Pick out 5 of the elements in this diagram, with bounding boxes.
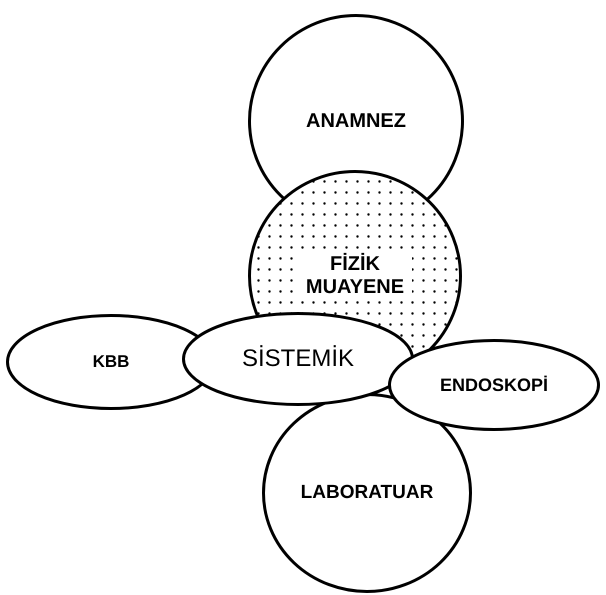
shape-label: ENDOSKOPİ bbox=[438, 374, 550, 396]
shape-label: KBB bbox=[92, 352, 130, 372]
shape-label: ANAMNEZ bbox=[305, 110, 407, 132]
shape-label: SİSTEMİK bbox=[240, 345, 356, 373]
shape-label: LABORATUAR bbox=[300, 482, 434, 504]
